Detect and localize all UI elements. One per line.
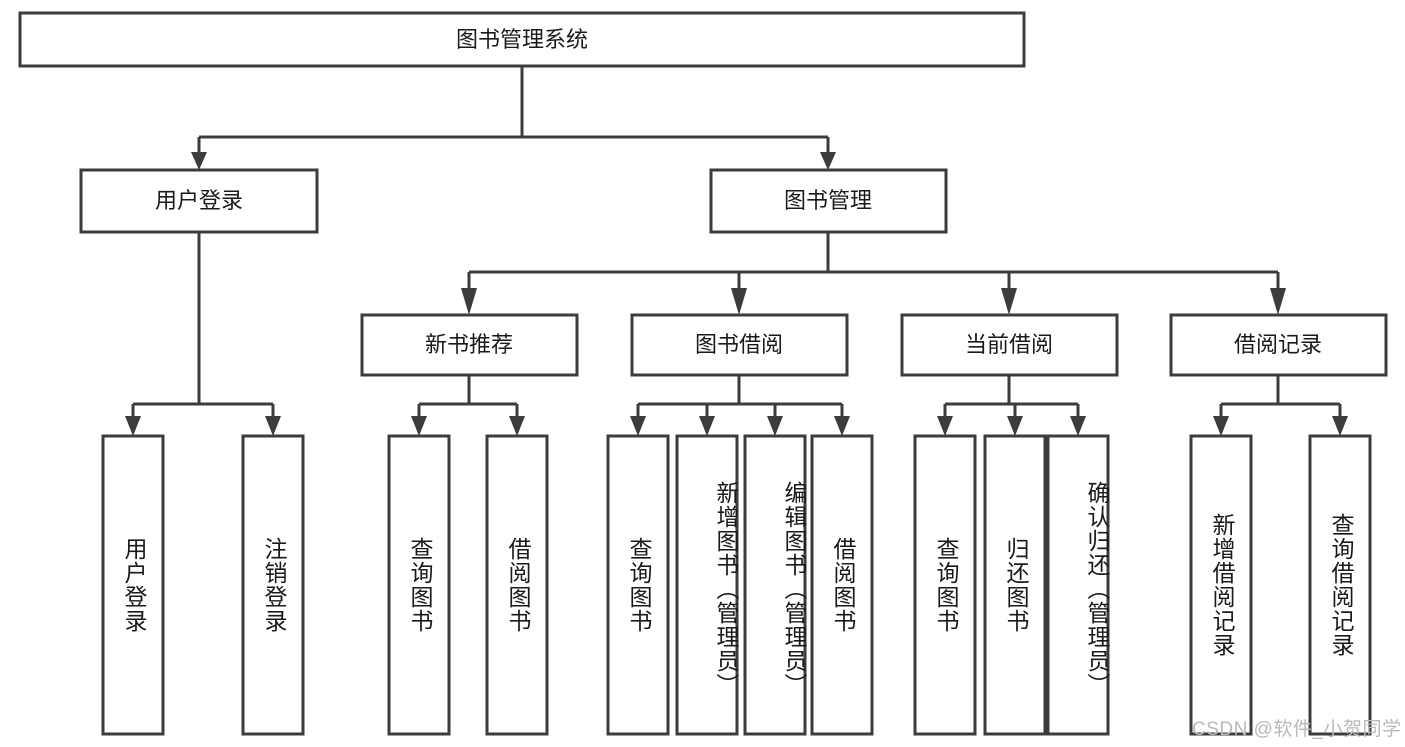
arrow-to-leaf-edit-book (767, 416, 783, 436)
node-label-book-borrow: 图书借阅 (695, 332, 783, 357)
arrow-to-leaf-query-book-1 (411, 416, 427, 436)
node-borrow-record[interactable]: 借阅记录 (1169, 313, 1388, 377)
node-new-book-recommend[interactable]: 新书推荐 (360, 313, 579, 377)
node-box-leaf-query-book-2[interactable] (606, 434, 670, 736)
node-box-book-borrow[interactable] (630, 313, 849, 377)
arrow-to-leaf-logout (265, 416, 281, 436)
arrow-to-leaf-query-record (1332, 416, 1348, 436)
node-box-leaf-add-record[interactable] (1189, 434, 1253, 736)
node-box-root[interactable] (18, 11, 1026, 68)
node-current-borrow[interactable]: 当前借阅 (900, 313, 1119, 377)
node-label-root: 图书管理系统 (456, 27, 588, 52)
arrow-to-leaf-borrow-book-1 (509, 416, 525, 436)
arrow-to-book-mgmt (820, 152, 836, 170)
arrow-to-leaf-user-login (125, 416, 141, 436)
node-label-user-login: 用户登录 (155, 188, 243, 213)
node-book-management[interactable]: 图书管理 (709, 168, 948, 234)
node-box-leaf-logout[interactable] (241, 434, 305, 736)
arrow-to-book-borrow (731, 288, 747, 315)
node-box-leaf-edit-book[interactable] (743, 434, 807, 736)
arrow-to-leaf-borrow-book-2 (834, 416, 850, 436)
connector-layer (125, 66, 1348, 436)
node-user-login[interactable]: 用户登录 (79, 168, 319, 234)
node-box-new-book-recommend[interactable] (360, 313, 579, 377)
arrow-to-leaf-confirm-return (1070, 416, 1086, 436)
node-root-book-management-system[interactable]: 图书管理系统 (18, 11, 1026, 68)
node-box-leaf-user-login[interactable] (101, 434, 165, 736)
node-box-leaf-return-book[interactable] (983, 434, 1047, 736)
arrow-to-leaf-return-book (1007, 416, 1023, 436)
node-box-leaf-add-book[interactable] (675, 434, 739, 736)
node-box-user-login[interactable] (79, 168, 319, 234)
node-label-new-book-recommend: 新书推荐 (425, 332, 513, 357)
node-label-current-borrow: 当前借阅 (965, 332, 1053, 357)
arrow-to-current-borrow (1001, 288, 1017, 315)
node-box-leaf-confirm-return[interactable] (1046, 434, 1110, 736)
arrow-to-user-login (191, 152, 207, 170)
arrow-to-borrow-record (1270, 288, 1286, 315)
node-box-leaf-query-record[interactable] (1308, 434, 1372, 736)
arrow-to-new-book-rec (461, 288, 477, 315)
node-box-leaf-query-book-1[interactable] (387, 434, 451, 736)
node-box-current-borrow[interactable] (900, 313, 1119, 377)
node-box-leaf-borrow-book-1[interactable] (485, 434, 549, 736)
node-box-book-management[interactable] (709, 168, 948, 234)
node-box-leaf-borrow-book-2[interactable] (810, 434, 874, 736)
node-box-leaf-query-book-3[interactable] (913, 434, 977, 736)
arrow-to-leaf-query-book-2 (630, 416, 646, 436)
node-book-borrow[interactable]: 图书借阅 (630, 313, 849, 377)
arrow-to-leaf-query-book-3 (937, 416, 953, 436)
node-label-borrow-record: 借阅记录 (1234, 332, 1322, 357)
node-box-borrow-record[interactable] (1169, 313, 1388, 377)
arrow-to-leaf-add-book (699, 416, 715, 436)
node-label-book-management: 图书管理 (784, 188, 872, 213)
csdn-watermark: CSDN @软件_小贺同学 (1192, 719, 1402, 740)
arrow-to-leaf-add-record (1213, 416, 1229, 436)
